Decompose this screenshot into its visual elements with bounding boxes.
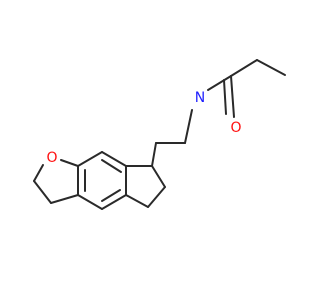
bond-ar-5-inner [101,189,121,202]
cyclopentane-ring [125,165,166,208]
structure-svg: N O O [33,59,286,210]
bond-ar-o [60,159,79,167]
bond-o-ch2 [33,164,44,182]
bond-ch2-ar [50,194,79,204]
bond-ar-1 [101,151,127,167]
ethyl-linker [151,109,193,167]
bond-ethyl-ch3 [256,59,286,76]
nitrogen-atom-label: N [195,90,205,106]
bond-ar-1-inner [101,159,122,173]
bond-c2-c3 [147,186,166,208]
bond-ar-5 [101,194,127,210]
bond-ch2-ring [151,142,157,167]
bond-ar-4 [77,194,103,210]
bond-carbonyl-c-o [230,75,235,118]
bond-ethyl-ch2 [230,59,258,77]
carbonyl-oxygen-atom-label: O [230,120,241,136]
dihydrofuran-ring [33,159,79,204]
bond-n-ch2 [184,109,193,144]
molecule-diagram: N O O [33,59,286,210]
bond-ar-2 [77,151,103,167]
bond-carbonyl-n [207,75,232,91]
benzene-ring [77,151,127,210]
bond-c1-c2 [151,165,166,188]
bond-carbonyl-c-o-double [223,79,227,115]
bond-c3-c3a [125,194,149,208]
ring-oxygen-atom-label: O [46,150,57,166]
propanamide-chain [207,59,286,118]
bond-ch2-ch2-furan [33,180,52,204]
